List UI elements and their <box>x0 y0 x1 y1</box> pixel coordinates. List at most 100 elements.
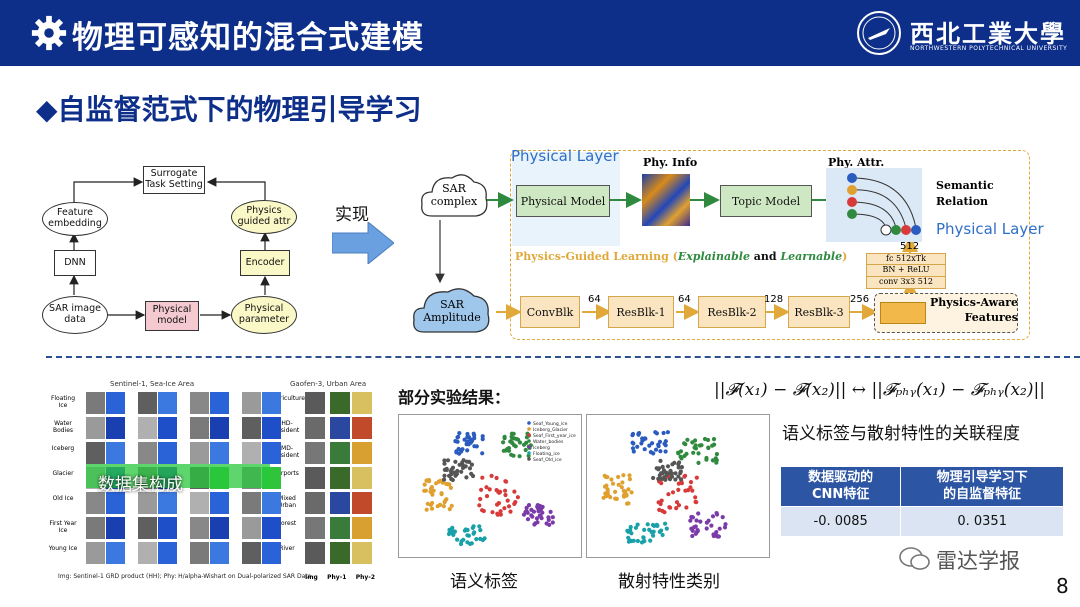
tsne-point <box>690 488 695 493</box>
tsne-point <box>653 447 659 452</box>
dataset-row-label: Airports <box>275 470 299 477</box>
physics-guided-frame <box>510 150 1030 340</box>
tsne-point <box>526 453 531 458</box>
tsne-point <box>498 512 503 517</box>
tsne-point <box>465 533 470 538</box>
dataset-thumbnail <box>106 392 125 414</box>
physical-parameter-node: Physical parameter <box>231 296 297 334</box>
tsne-point <box>662 510 667 515</box>
dataset-thumbnail <box>352 392 372 414</box>
tsne-point <box>604 483 609 488</box>
tsne-point <box>678 469 683 474</box>
tsne-point <box>459 469 464 474</box>
tsne-point <box>657 529 662 534</box>
tsne-point <box>524 440 529 445</box>
tsne-point <box>613 489 618 494</box>
legend-label: Iceberg <box>533 445 550 451</box>
legend-label: Floating_ice <box>533 451 560 457</box>
dataset-thumbnail <box>86 417 105 439</box>
tsne-point <box>714 460 719 465</box>
dataset-thumbnail <box>190 542 209 564</box>
dataset-thumbnail <box>210 542 229 564</box>
tsne-point <box>645 522 650 527</box>
tsne-point <box>497 490 502 495</box>
tsne-point <box>635 538 640 544</box>
legend-label: Seaf_Young_ice <box>533 421 568 427</box>
tsne-point <box>426 477 431 483</box>
tsne-point <box>706 518 711 523</box>
tsne-point <box>631 441 636 446</box>
dataset-row-label: HD-resident <box>274 420 300 434</box>
tsne-point <box>710 514 716 519</box>
tsne-point <box>524 505 529 510</box>
tsne-point <box>714 452 719 457</box>
dataset-thumbnail <box>305 392 325 414</box>
physical-model-box: Physical Model <box>516 185 610 217</box>
semantic-relation-label: Semantic Relation <box>936 179 994 208</box>
tsne-point <box>428 486 433 491</box>
tsne-point <box>478 496 483 502</box>
dataset-thumbnail <box>86 392 105 414</box>
tsne-point <box>480 437 485 442</box>
resblk3-box: ResBlk-3 <box>788 296 850 328</box>
tsne-point <box>676 465 681 470</box>
physical-model-box: Physical model <box>145 301 199 331</box>
tsne-point <box>692 525 697 530</box>
dataset-thumbnail <box>305 517 325 539</box>
dataset-thumbnail <box>138 442 157 464</box>
dataset-row-label: First Year Ice <box>49 520 77 534</box>
dataset-row-label: Iceberg <box>51 445 75 452</box>
tsne-point <box>670 490 676 495</box>
watermark: 雷达学报 <box>936 549 1020 573</box>
tsne-point <box>494 475 499 481</box>
tsne-point <box>444 467 449 472</box>
tsne-point <box>515 495 520 500</box>
tsne-point <box>438 502 443 507</box>
tsne-point <box>691 450 696 455</box>
dataset-thumbnail <box>305 442 325 464</box>
tsne-point <box>449 467 454 472</box>
tsne-point <box>609 477 614 482</box>
dataset-thumbnail <box>106 417 125 439</box>
tsne-scatter-scattering <box>601 430 728 545</box>
pgl-suffix: ) <box>842 250 848 263</box>
tsne-point <box>503 448 509 453</box>
tsne-point <box>516 437 521 442</box>
tsne-point <box>447 507 452 512</box>
tsne-point <box>678 449 684 454</box>
tsne-point <box>635 444 640 449</box>
tsne-point <box>469 471 474 476</box>
tsne-point <box>676 481 681 486</box>
phy-attr-label: Phy. Attr. <box>828 156 885 169</box>
tsne-point <box>521 512 527 517</box>
dataset-thumbnail <box>305 542 325 564</box>
dataset-thumbnail <box>210 492 229 514</box>
university-name-en: NORTHWESTERN POLYTECHNICAL UNIVERSITY <box>910 45 1068 52</box>
dataset-thumbnail <box>106 517 125 539</box>
dataset-thumbnail <box>158 517 177 539</box>
physics-attr-node: Physics guided attr <box>231 200 297 234</box>
tsne-point <box>723 522 728 527</box>
dataset-thumbnail <box>305 467 325 489</box>
tsne-point <box>660 532 665 538</box>
dataset-row-label: Agriculture <box>272 395 305 402</box>
dataset-row-label: Floating Ice <box>50 395 76 409</box>
tsne-point <box>715 512 720 517</box>
dataset-row-label: Young Ice <box>48 545 78 552</box>
dataset-thumbnail <box>352 417 372 439</box>
legend-label: Iceberg_Glacier <box>533 427 568 433</box>
tsne-point <box>428 502 433 507</box>
surrogate-box: Surrogate Task Setting <box>143 166 205 194</box>
dataset-thumbnail <box>352 442 372 464</box>
tsne-point <box>456 434 461 439</box>
tsne-point <box>653 430 658 435</box>
pgl-learnable: Learnable <box>780 250 843 263</box>
tsne-point <box>717 526 722 531</box>
tsne-point <box>529 513 534 518</box>
tsne-point <box>479 487 484 492</box>
tsne-point <box>548 509 553 514</box>
tsne-point <box>442 473 447 478</box>
tsne-point <box>666 492 671 497</box>
dataset-thumbnail <box>242 392 261 414</box>
